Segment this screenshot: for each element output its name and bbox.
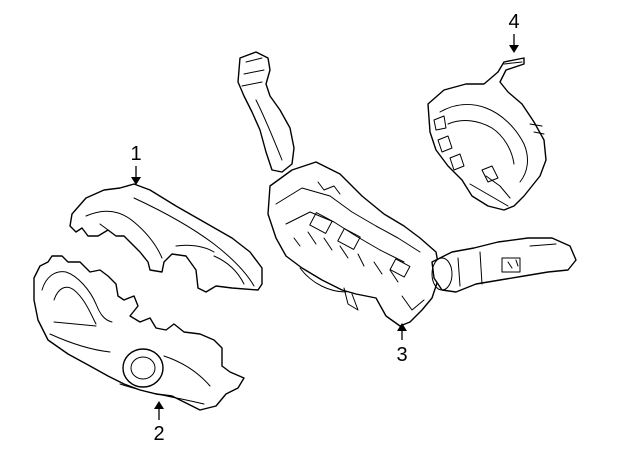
callout-2-label: 2 xyxy=(153,423,164,445)
callout-1-label: 1 xyxy=(130,143,141,165)
callout-3: 3 xyxy=(396,323,408,366)
part-1-upper-shroud xyxy=(69,183,263,293)
callout-4: 4 xyxy=(508,11,520,53)
callout-4-arrow-icon xyxy=(509,45,519,53)
callout-1: 1 xyxy=(130,143,142,185)
callout-2: 2 xyxy=(153,401,165,445)
callout-3-label: 3 xyxy=(396,344,407,366)
callout-4-label: 4 xyxy=(508,11,519,33)
part-2-lower-shroud xyxy=(33,255,245,411)
callout-1-arrow-icon xyxy=(131,177,141,185)
part-4-clock-spring xyxy=(427,57,547,211)
callout-3-arrow-icon xyxy=(397,323,407,331)
callout-2-arrow-icon xyxy=(154,401,164,409)
part-3-combination-switch xyxy=(237,51,577,327)
